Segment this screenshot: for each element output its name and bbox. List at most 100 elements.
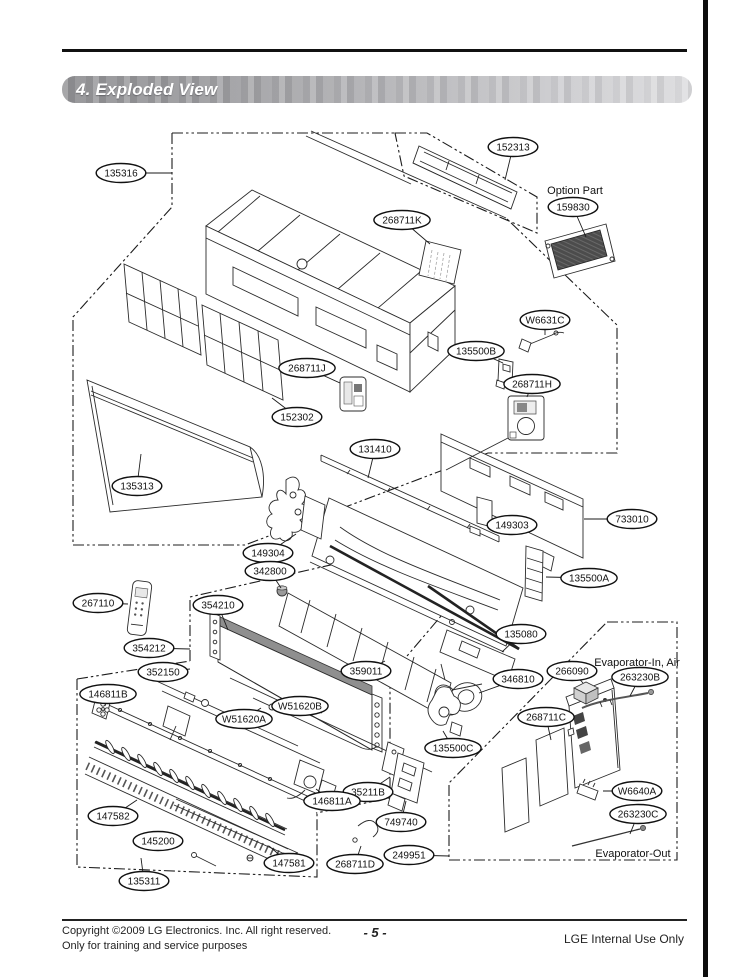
callout-label: 152302 (280, 413, 314, 424)
thermistor-263230C (571, 825, 646, 847)
callout-label: 263230B (620, 673, 660, 684)
front-panel-drawing (86, 379, 264, 513)
callout-152302: 152302 (271, 406, 323, 428)
callout-label: 733010 (615, 515, 649, 526)
top-grille-frame-131410 (300, 454, 524, 653)
callout-152313: 152313 (487, 136, 539, 158)
callout-147581: 147581 (263, 852, 315, 874)
callout-label: 135500C (433, 744, 474, 755)
motor-mount-135500C (427, 686, 463, 737)
callout-342800: 342800 (244, 560, 296, 582)
grommet-342800 (276, 585, 288, 597)
callout-263230B: 263230B (611, 666, 669, 688)
callout-159830: 159830 (547, 196, 599, 218)
air-filters-drawing (123, 263, 284, 401)
callout-label: 135311 (128, 877, 161, 888)
boundary-152313-box (394, 132, 538, 234)
callout-249951: 249951 (383, 844, 435, 866)
cut-edge-line (310, 130, 507, 219)
footer-rule (62, 919, 687, 921)
inlet-frame-152313 (412, 145, 518, 210)
callout-label: W6631C (526, 316, 565, 327)
callout-label: 135080 (504, 630, 538, 641)
callout-label: 147582 (96, 812, 130, 823)
callout-346810: 346810 (492, 668, 544, 690)
remote-holder-268711H (445, 395, 545, 471)
callout-266090: 266090 (546, 660, 598, 682)
side-panel (501, 757, 530, 833)
callout-label: W6640A (618, 787, 657, 798)
callout-149304: 149304 (242, 542, 294, 564)
annotation-text: Option Part (547, 185, 603, 197)
chain-bracket-149304 (266, 476, 308, 542)
annotation-text: Evaporator-In, Air (594, 657, 680, 669)
callout-label: W51620A (222, 715, 266, 726)
callout-267110: 267110 (72, 592, 124, 614)
callout-label: 145200 (141, 837, 175, 848)
callout-135316: 135316 (95, 162, 147, 184)
callout-354210: 354210 (192, 594, 244, 616)
callout-label: 268711H (512, 380, 552, 391)
callout-135500A: 135500A (560, 567, 618, 589)
callout-135311: 135311 (118, 870, 170, 892)
callout-135500B: 135500B (447, 340, 505, 362)
callout-label: 749740 (384, 818, 418, 829)
top-rule (62, 49, 687, 52)
callout-label: 267110 (82, 599, 115, 610)
callout-263230C: 263230C (609, 803, 667, 825)
callout-268711K: 268711K (373, 209, 431, 231)
section-header-bar: 4. Exploded View (62, 76, 692, 103)
callout-147582: 147582 (87, 805, 139, 827)
section-title: 4. Exploded View (76, 79, 218, 99)
callout-label: 354212 (132, 644, 166, 655)
connector-W6640A (576, 778, 599, 801)
callout-label: 249951 (392, 851, 426, 862)
callout-359011: 359011 (340, 660, 392, 682)
callout-label: 346810 (501, 675, 535, 686)
callout-146811A: 146811A (303, 790, 361, 812)
callout-label: 135500B (456, 347, 496, 358)
callout-145200: 145200 (132, 830, 184, 852)
callout-W6640A: W6640A (611, 780, 663, 802)
callout-label: 35211B (351, 788, 385, 799)
callout-label: 342800 (253, 567, 287, 578)
callout-label: 135500A (569, 574, 609, 585)
sensor-W6631C (518, 330, 565, 353)
callout-135313: 135313 (111, 475, 163, 497)
remote-control-267110 (126, 580, 153, 636)
page-number: - 5 - (363, 925, 387, 940)
callout-733010: 733010 (606, 508, 658, 530)
callout-268711J: 268711J (278, 357, 336, 379)
callout-label: 266090 (555, 667, 589, 678)
callout-268711H: 268711H (503, 373, 561, 395)
callout-label: 159830 (556, 203, 590, 214)
callout-label: 149304 (251, 549, 285, 560)
callout-352150: 352150 (137, 661, 189, 683)
chassis-drawing (205, 189, 456, 394)
callout-label: 149303 (495, 521, 529, 532)
option-display-159830 (544, 223, 616, 279)
callout-149303: 149303 (486, 514, 538, 536)
callout-label: 152313 (496, 143, 530, 154)
louver-vanes-145200 (105, 739, 275, 828)
callout-label: 135313 (120, 482, 154, 493)
callout-label: 263230C (618, 810, 659, 821)
callout-354212: 354212 (123, 637, 175, 659)
callout-label: 268711C (526, 713, 566, 724)
callout-label: 354210 (201, 601, 235, 612)
display-268711J (339, 376, 367, 412)
callout-label: 131410 (358, 445, 392, 456)
callout-label: 352150 (146, 668, 180, 679)
cover-panel-268711C (535, 727, 569, 807)
callout-label: 268711K (382, 216, 422, 227)
callout-135500C: 135500C (424, 737, 482, 759)
copyright-line-2: Only for training and service purposes (62, 940, 248, 952)
callout-label: 146811A (312, 797, 352, 808)
callout-749740: 749740 (375, 811, 427, 833)
callout-268711D: 268711D (326, 853, 384, 875)
thermistor-263230B (581, 689, 654, 709)
evaporator-354210 (209, 611, 383, 753)
